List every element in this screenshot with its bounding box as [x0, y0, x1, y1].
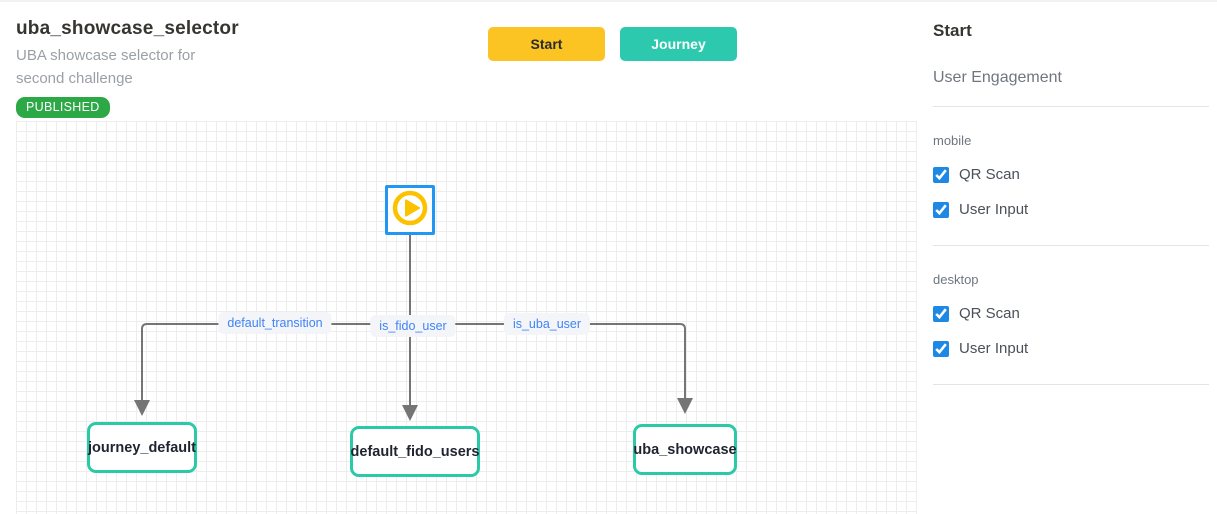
divider [933, 384, 1209, 385]
page-title: uba_showcase_selector [16, 18, 239, 39]
checkbox-label: QR Scan [959, 305, 1020, 322]
edge-label-default-transition[interactable]: default_transition [218, 312, 332, 334]
node-journey-default[interactable]: journey_default [87, 422, 197, 473]
sidebar-title: Start [933, 21, 972, 40]
divider [933, 106, 1209, 107]
status-badge: PUBLISHED [16, 97, 110, 118]
section-label-desktop: desktop [933, 272, 979, 287]
play-icon [390, 188, 430, 233]
edge-label-is-fido-user[interactable]: is_fido_user [370, 315, 456, 337]
edge-label-is-uba-user[interactable]: is_uba_user [503, 313, 591, 335]
desktop-qr-scan-checkbox[interactable] [933, 305, 949, 322]
checkbox-row-mobile-qr-scan[interactable]: QR Scan [933, 166, 1209, 183]
node-config-sidebar: Start User Engagement mobile QR Scan Use… [933, 2, 1209, 385]
mobile-qr-scan-checkbox[interactable] [933, 166, 949, 183]
checkbox-row-desktop-user-input[interactable]: User Input [933, 340, 1209, 357]
flow-canvas[interactable]: default_transition is_fido_user is_uba_u… [16, 121, 917, 514]
sidebar-node-type: User Engagement [933, 69, 1062, 86]
node-uba-showcase[interactable]: uba_showcase [633, 424, 737, 475]
page-subtitle: UBA showcase selector for second challen… [16, 47, 196, 87]
section-label-mobile: mobile [933, 133, 972, 148]
mobile-user-input-checkbox[interactable] [933, 201, 949, 218]
checkbox-label: User Input [959, 201, 1029, 218]
start-node-button[interactable]: Start [488, 27, 605, 61]
journey-header: uba_showcase_selector UBA showcase selec… [16, 18, 276, 118]
node-default-fido-users[interactable]: default_fido_users [350, 426, 480, 477]
divider [933, 245, 1209, 246]
checkbox-row-desktop-qr-scan[interactable]: QR Scan [933, 305, 1209, 322]
journey-node-button[interactable]: Journey [620, 27, 737, 61]
desktop-user-input-checkbox[interactable] [933, 340, 949, 357]
start-node[interactable] [385, 185, 435, 235]
checkbox-label: QR Scan [959, 166, 1020, 183]
checkbox-label: User Input [959, 340, 1029, 357]
checkbox-row-mobile-user-input[interactable]: User Input [933, 201, 1209, 218]
